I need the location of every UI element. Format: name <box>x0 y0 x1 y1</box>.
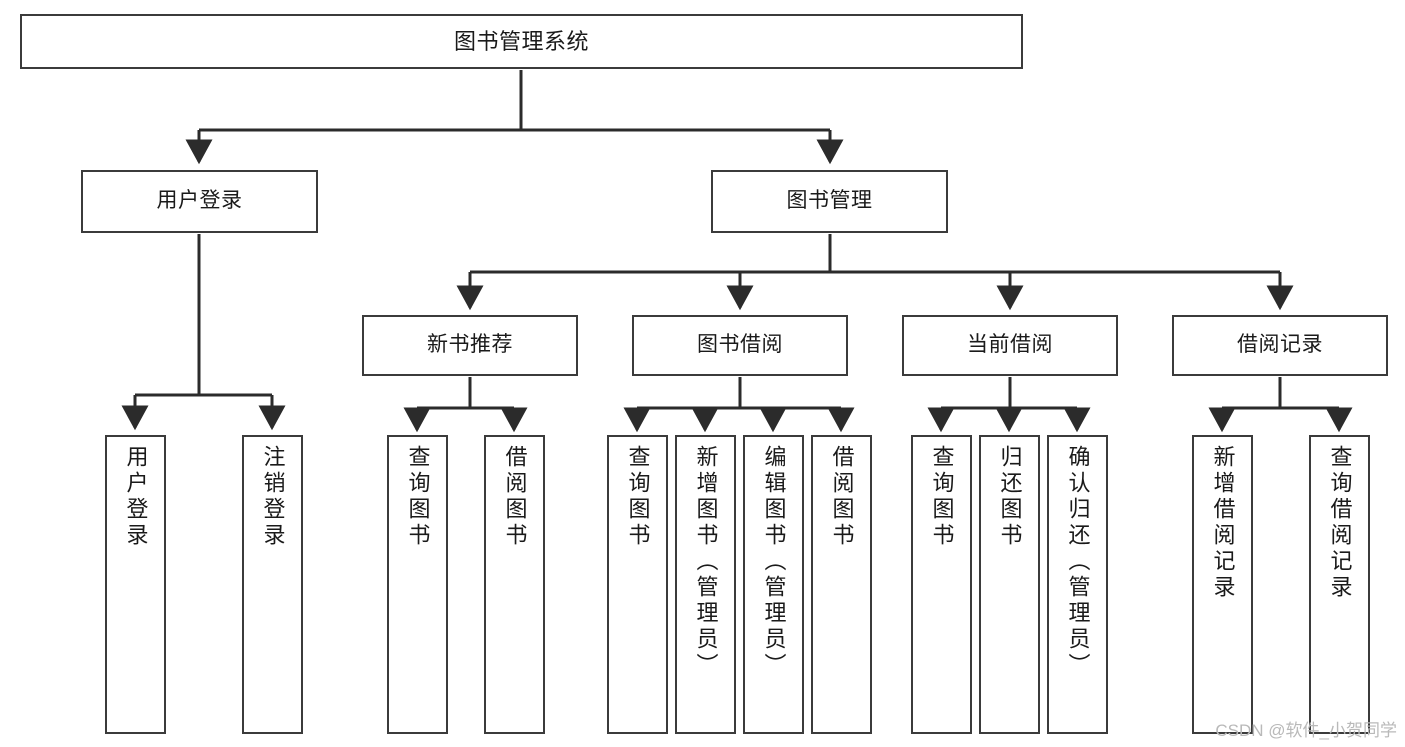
node-label: 图书借阅 <box>697 333 783 357</box>
node-label: 归还图书 <box>997 445 1023 549</box>
leaf-book-borrow-add-book-admin[interactable]: 新增图书（管理员） <box>675 435 736 734</box>
node-label: 编辑图书（管理员） <box>761 445 787 679</box>
leaf-book-borrow-edit-book-admin[interactable]: 编辑图书（管理员） <box>743 435 804 734</box>
leaf-new-book-borrow-book[interactable]: 借阅图书 <box>484 435 545 734</box>
node-new-book-recommend[interactable]: 新书推荐 <box>362 315 578 376</box>
leaf-current-borrow-query-book[interactable]: 查询图书 <box>911 435 972 734</box>
node-label: 确认归还（管理员） <box>1065 445 1091 679</box>
node-label: 用户登录 <box>156 189 243 213</box>
node-label: 用户登录 <box>123 445 149 549</box>
leaf-book-borrow-borrow-book[interactable]: 借阅图书 <box>811 435 872 734</box>
node-label: 查询借阅记录 <box>1327 445 1353 601</box>
node-root-system[interactable]: 图书管理系统 <box>20 14 1023 69</box>
node-label: 查询图书 <box>625 445 651 549</box>
leaf-user-login-logout[interactable]: 注销登录 <box>242 435 303 734</box>
node-label: 新增图书（管理员） <box>693 445 719 679</box>
node-label: 图书管理系统 <box>453 28 589 54</box>
node-label: 新增借阅记录 <box>1210 445 1236 601</box>
node-label: 图书管理 <box>786 189 873 213</box>
node-user-login[interactable]: 用户登录 <box>81 170 318 233</box>
leaf-user-login-login[interactable]: 用户登录 <box>105 435 166 734</box>
node-book-borrow[interactable]: 图书借阅 <box>632 315 848 376</box>
node-current-borrow[interactable]: 当前借阅 <box>902 315 1118 376</box>
node-label: 注销登录 <box>260 445 286 549</box>
node-label: 借阅图书 <box>829 445 855 549</box>
node-borrow-record[interactable]: 借阅记录 <box>1172 315 1388 376</box>
leaf-current-borrow-return-book[interactable]: 归还图书 <box>979 435 1040 734</box>
node-book-management[interactable]: 图书管理 <box>711 170 948 233</box>
leaf-borrow-record-query-record[interactable]: 查询借阅记录 <box>1309 435 1370 734</box>
node-label: 借阅图书 <box>502 445 528 549</box>
leaf-current-borrow-confirm-return-admin[interactable]: 确认归还（管理员） <box>1047 435 1108 734</box>
leaf-borrow-record-add-record[interactable]: 新增借阅记录 <box>1192 435 1253 734</box>
node-label: 借阅记录 <box>1237 333 1323 357</box>
leaf-book-borrow-query-book[interactable]: 查询图书 <box>607 435 668 734</box>
node-label: 当前借阅 <box>967 333 1053 357</box>
leaf-new-book-query-book[interactable]: 查询图书 <box>387 435 448 734</box>
node-label: 查询图书 <box>405 445 431 549</box>
node-label: 新书推荐 <box>427 333 513 357</box>
node-label: 查询图书 <box>929 445 955 549</box>
